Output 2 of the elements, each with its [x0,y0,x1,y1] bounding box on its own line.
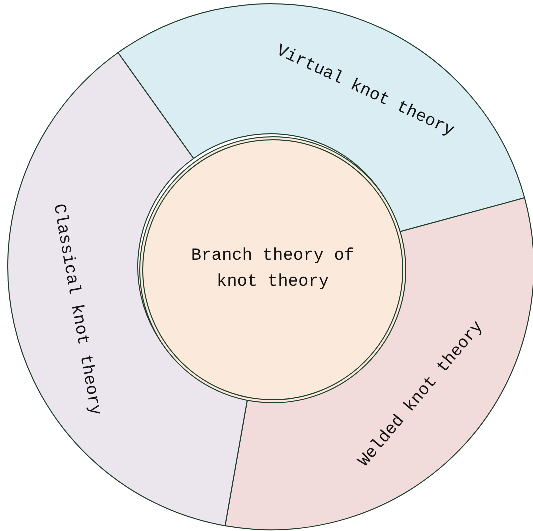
node-label: Branch theory of knot theory [190,246,356,294]
node-label: Classical knot theory [48,202,106,418]
